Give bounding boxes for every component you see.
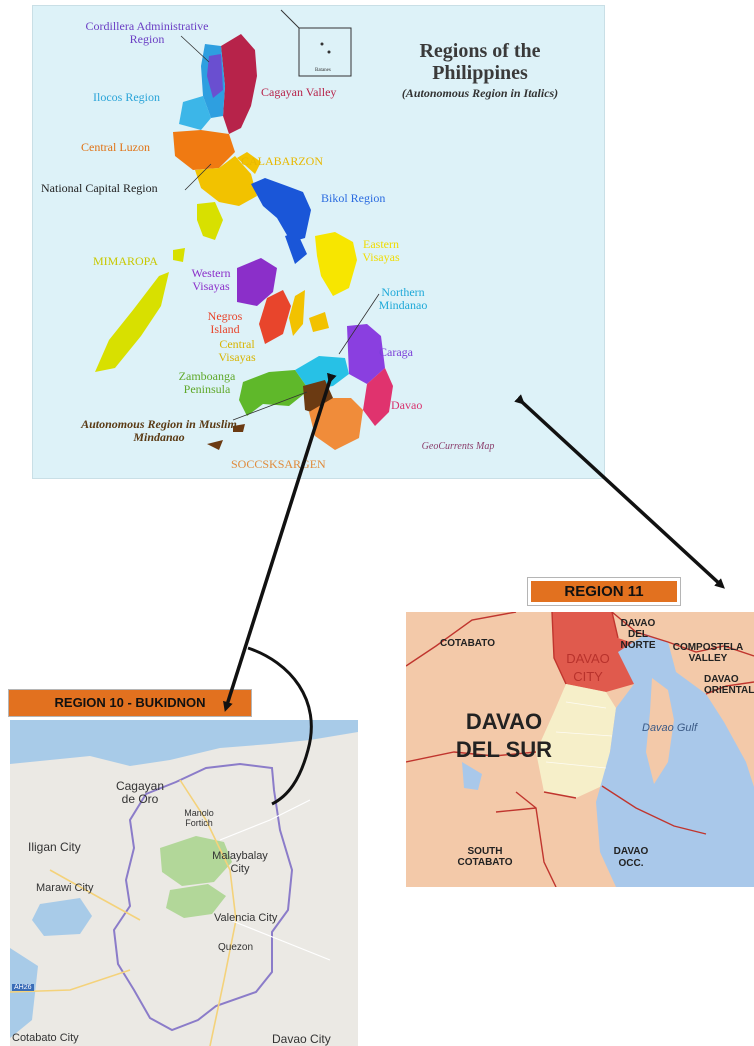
macajalar-bay — [10, 720, 358, 766]
label-davao-oriental: DAVAO ORIENTAL — [704, 674, 754, 696]
region-10-map: Cagayan de Oro Manolo Fortich Iligan Cit… — [10, 720, 358, 1046]
label-ncr: National Capital Region — [41, 181, 158, 195]
label-davao-occ: DAVAO OCC. — [613, 846, 649, 869]
label-davao-del-norte: DAVAO DEL NORTE — [620, 618, 656, 651]
region-central-visayas-bohol — [309, 312, 329, 332]
region-mimaropa-mindoro — [197, 202, 223, 240]
label-cagayan-de-oro: Cagayan de Oro — [115, 779, 165, 806]
davao-del-sur-area — [536, 684, 616, 798]
map-subtitle: (Autonomous Region in Italics) — [401, 86, 559, 100]
label-mimaropa: MIMAROPA — [93, 254, 158, 268]
region-western-visayas — [237, 258, 277, 306]
philippines-regions-map: Regions of the Philippines (Autonomous R… — [32, 5, 605, 479]
label-compostela: COMPOSTELA VALLEY — [672, 642, 744, 664]
davao-city-area — [552, 612, 636, 692]
label-negros: Negros Island — [207, 309, 243, 336]
batanes-inset-box — [298, 27, 352, 77]
map-title: Regions of the Philippines — [419, 40, 541, 84]
label-soccsksargen: SOCCSKSARGEN — [231, 457, 326, 471]
label-ilocos: Ilocos Region — [93, 90, 160, 104]
region-11-badge-label: REGION 11 — [531, 581, 677, 602]
label-cotabato-city: Cotabato City — [12, 1032, 79, 1044]
label-zamboanga: Zamboanga Peninsula — [178, 369, 236, 396]
region-bikol-2 — [285, 232, 307, 264]
region-bikol — [251, 178, 311, 242]
label-marawi: Marawi City — [36, 882, 94, 894]
region-10-badge: REGION 10 - BUKIDNON — [8, 689, 252, 717]
label-davao-city: DAVAO CITY — [566, 651, 610, 684]
region-calabarzon-2 — [237, 152, 261, 174]
region-calabarzon — [195, 156, 257, 206]
illana-bay — [10, 948, 38, 1038]
label-davao-city-r10: Davao City — [272, 1032, 331, 1046]
label-northern-mindanao: Northern Mindanao — [378, 285, 428, 312]
forest-2 — [166, 884, 226, 918]
label-central-luzon: Central Luzon — [81, 140, 150, 154]
border-lines — [406, 612, 754, 887]
label-car: Cordillera Administrative Region — [85, 19, 209, 46]
label-western-visayas: Western Visayas — [191, 266, 231, 293]
label-cotabato: COTABATO — [440, 638, 495, 649]
region-mimaropa-island — [173, 248, 185, 262]
region-cagayan-valley — [221, 34, 257, 134]
label-davao: Davao — [391, 398, 423, 412]
region-11-map: COTABATO DAVAO CITY DAVAO DEL NORTE COMP… — [406, 612, 754, 887]
region-eastern-visayas — [315, 232, 357, 296]
davao-gulf-water — [596, 634, 754, 887]
region-11-badge: REGION 11 — [527, 577, 681, 606]
region-ilocos — [179, 96, 211, 130]
peninsula-land — [646, 678, 674, 784]
region-negros — [259, 290, 291, 344]
municipal-lines — [545, 701, 613, 769]
region-zamboanga — [239, 370, 309, 416]
region-mimaropa-palawan — [95, 272, 169, 372]
label-batanes: Batanes — [315, 68, 331, 73]
label-armm: Autonomous Region in Muslim Mindanao — [81, 417, 237, 444]
label-malaybalay: Malaybalay City — [212, 850, 268, 875]
roads-minor — [219, 799, 331, 961]
label-central-visayas: Central Visayas — [218, 337, 256, 364]
region-11-map-graphic — [406, 612, 754, 887]
label-iligan: Iligan City — [28, 840, 81, 854]
label-caraga: Caraga — [379, 345, 413, 359]
sarangani-water — [462, 762, 482, 790]
label-road-ah26: AH26 — [12, 984, 34, 991]
region-central-visayas — [289, 290, 305, 336]
label-davao-del-sur: DAVAO DEL SUR — [455, 709, 553, 762]
region-central-luzon — [173, 130, 235, 170]
label-davao-gulf: Davao Gulf — [642, 722, 698, 734]
region-davao — [363, 368, 393, 426]
label-manolo-fortich: Manolo Fortich — [184, 808, 214, 828]
label-eastern-visayas: Eastern Visayas — [362, 237, 400, 264]
map-credit: GeoCurrents Map — [421, 441, 495, 452]
label-quezon: Quezon — [218, 942, 254, 953]
label-cagayan: Cagayan Valley — [261, 85, 337, 99]
label-valencia: Valencia City — [214, 912, 278, 924]
philippines-map-graphic — [95, 9, 393, 450]
lake-lanao — [32, 898, 92, 936]
label-bikol: Bikol Region — [321, 191, 386, 205]
label-south-cotabato: SOUTH COTABATO — [457, 846, 513, 868]
roads — [10, 779, 237, 1046]
region-caraga — [347, 324, 385, 384]
region-cordillera-inner — [207, 54, 223, 98]
label-calabarzon: CALABARZON — [241, 154, 324, 168]
forest-1 — [160, 836, 232, 886]
